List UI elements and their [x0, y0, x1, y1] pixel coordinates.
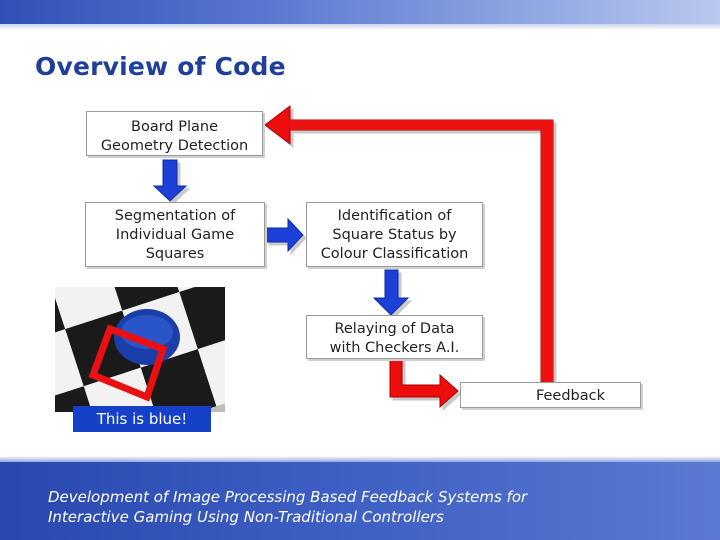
top-banner	[0, 0, 720, 24]
footer-edge	[0, 456, 720, 464]
checker-photo-image	[55, 287, 225, 412]
relaying-box: Relaying of Data with Checkers A.I.	[306, 315, 483, 359]
identification-box: Identification of Square Status by Colou…	[306, 202, 483, 267]
footer-text: Development of Image Processing Based Fe…	[48, 488, 528, 526]
feedback-box: Feedback	[460, 382, 641, 408]
identification-label: Identification of Square Status by Colou…	[320, 208, 469, 262]
checker-photo	[55, 287, 225, 412]
slide-title: Overview of Code	[35, 52, 286, 81]
arrow-loop-vertical	[541, 120, 553, 383]
board-plane-label: Board Plane Geometry Detection	[100, 119, 249, 154]
arrow-down-2	[372, 269, 410, 316]
segmentation-box: Segmentation of Individual Game Squares	[85, 202, 265, 267]
arrow-loop-horizontal	[290, 120, 553, 130]
board-plane-box: Board Plane Geometry Detection	[86, 111, 263, 156]
arrow-down-1	[152, 159, 188, 202]
footer-banner	[0, 462, 720, 540]
arrow-feedback	[389, 357, 459, 409]
segmentation-label: Segmentation of Individual Game Squares	[114, 208, 236, 262]
feedback-label: Feedback	[535, 388, 606, 404]
arrow-right-1	[265, 217, 304, 253]
photo-caption: This is blue!	[73, 406, 211, 432]
top-banner-shadow	[0, 24, 720, 30]
relaying-label: Relaying of Data with Checkers A.I.	[329, 321, 460, 356]
